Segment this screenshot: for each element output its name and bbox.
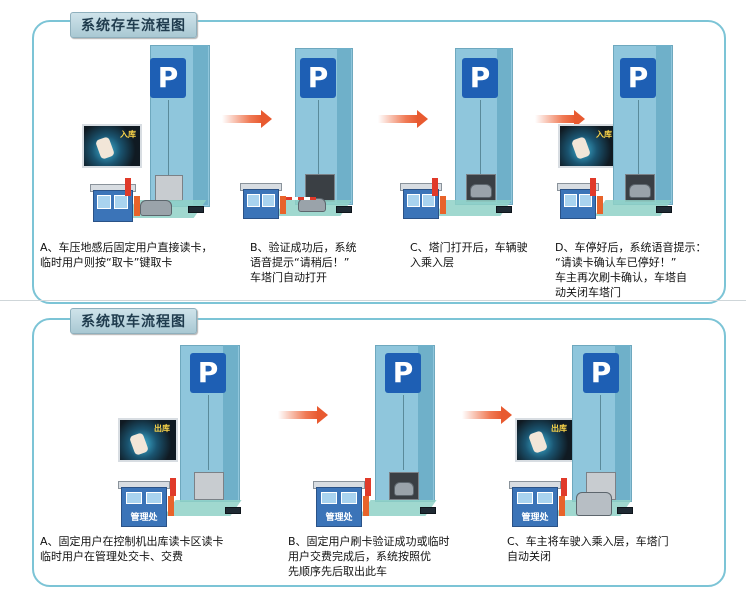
- booth-window: [126, 492, 142, 504]
- flow-arrow-icon: [222, 110, 272, 128]
- booth-window: [422, 194, 435, 207]
- card-reader-billboard: 出库: [515, 418, 575, 462]
- parking-tower-side: [337, 48, 351, 203]
- booth-window: [321, 492, 337, 504]
- booth-window: [407, 194, 420, 207]
- parking-p-logo: P: [385, 353, 421, 393]
- tower-door-closed: [155, 175, 183, 201]
- billboard-tag: 出库: [154, 424, 170, 433]
- retrieve-flow-title: 系统取车流程图: [70, 308, 197, 334]
- booth-window: [564, 194, 577, 207]
- card-reader-billboard: 入库: [558, 124, 618, 168]
- retrieve-step-b-caption: B、固定用户刷卡验证成功或临时 用户交费完成后，系统按照优 先顺序先后取出此车: [288, 535, 450, 578]
- tower-lift-pole: [600, 395, 601, 470]
- flow-arrow-icon: [535, 110, 585, 128]
- parking-p-logo: P: [620, 58, 656, 98]
- section-divider: [0, 300, 746, 301]
- parking-p-logo: P: [190, 353, 226, 393]
- park-step-a-caption: A、车压地感后固定用户直接读卡， 临时用户则按“取卡”键取卡: [40, 241, 213, 269]
- barrier-arm: [365, 478, 371, 496]
- management-booth: 管理处: [316, 487, 362, 527]
- car-in-tower-icon: [629, 184, 651, 198]
- parking-p-logo: P: [300, 58, 336, 98]
- ground-sensor-sign: [225, 507, 241, 514]
- tower-lift-pole: [480, 100, 481, 175]
- barrier-gate: [559, 496, 565, 516]
- barrier-arm: [432, 178, 438, 196]
- guard-booth: [403, 189, 439, 219]
- tower-lift-pole: [318, 100, 319, 175]
- parking-p-logo: P: [583, 353, 619, 393]
- retrieve-step-c-caption: C、车主将车驶入乘入层，车塔门 自动关闭: [507, 535, 669, 563]
- retrieve-step-a-caption: A、固定用户在控制机出库读卡区读卡 临时用户在管理处交卡、交费: [40, 535, 224, 563]
- booth-label: 管理处: [130, 513, 158, 523]
- management-booth: 管理处: [121, 487, 167, 527]
- ground-sensor-sign: [617, 507, 633, 514]
- park-step-c-caption: C、塔门打开后，车辆驶 入乘入层: [410, 241, 528, 269]
- booth-window: [517, 492, 533, 504]
- car-in-tower-icon: [394, 482, 414, 496]
- barrier-arm: [170, 478, 176, 496]
- parking-p-logo: P: [150, 58, 186, 98]
- park-flow-title: 系统存车流程图: [70, 12, 197, 38]
- barrier-arm: [125, 178, 131, 196]
- card-reader-billboard: 入库: [82, 124, 142, 168]
- booth-window: [262, 194, 275, 207]
- barrier-gate: [168, 496, 174, 516]
- parking-tower-side: [418, 345, 433, 500]
- booth-window: [146, 492, 162, 504]
- car-icon: [298, 198, 326, 212]
- tower-lift-pole: [403, 395, 404, 470]
- ground-sensor-sign: [496, 206, 512, 213]
- booth-window: [247, 194, 260, 207]
- barrier-arm: [590, 178, 596, 196]
- flow-arrow-icon: [278, 406, 328, 424]
- tower-lift-pole: [208, 395, 209, 470]
- park-step-d-caption: D、车停好后，系统语音提示： “请读卡确认车已停好！” 车主再次刷卡确认，车塔自…: [555, 241, 707, 299]
- parking-tower-side: [223, 345, 238, 500]
- flow-arrow-icon: [462, 406, 512, 424]
- card-reader-billboard: 出库: [118, 418, 178, 462]
- management-booth: 管理处: [512, 487, 558, 527]
- guard-booth: [243, 189, 279, 219]
- guard-booth: [93, 190, 133, 222]
- parking-p-logo: P: [462, 58, 498, 98]
- parking-tower-side: [656, 45, 671, 203]
- barrier-gate: [440, 196, 446, 214]
- guard-booth: [560, 189, 596, 219]
- booth-window: [537, 492, 553, 504]
- barrier-gate: [597, 196, 603, 214]
- booth-window: [114, 195, 128, 209]
- barrier-gate: [363, 496, 369, 516]
- flow-arrow-icon: [378, 110, 428, 128]
- park-step-b-caption: B、验证成功后，系统 语音提示“请稍后！” 车塔门自动打开: [250, 241, 357, 284]
- tower-lift-pole: [168, 100, 169, 175]
- tower-lift-pole: [638, 100, 639, 175]
- barrier-gate: [134, 196, 140, 216]
- car-icon: [576, 492, 612, 516]
- ground-sensor-sign: [336, 206, 352, 213]
- parking-tower-side: [497, 48, 511, 203]
- ground-sensor-sign: [420, 507, 436, 514]
- car-in-tower-icon: [470, 184, 492, 198]
- booth-label: 管理处: [521, 513, 549, 523]
- ground-sensor-sign: [656, 206, 672, 213]
- barrier-arm: [286, 197, 316, 200]
- car-icon: [140, 200, 172, 216]
- ground-sensor-sign: [188, 206, 204, 213]
- tower-door-closed: [194, 472, 224, 500]
- barrier-arm: [561, 478, 567, 496]
- billboard-tag: 入库: [120, 130, 136, 139]
- barrier-gate: [280, 196, 286, 214]
- billboard-tag: 出库: [551, 424, 567, 433]
- booth-window: [97, 195, 111, 209]
- billboard-tag: 入库: [596, 130, 612, 139]
- booth-window: [341, 492, 357, 504]
- booth-label: 管理处: [325, 513, 353, 523]
- booth-window: [579, 194, 592, 207]
- parking-tower-side: [193, 45, 208, 205]
